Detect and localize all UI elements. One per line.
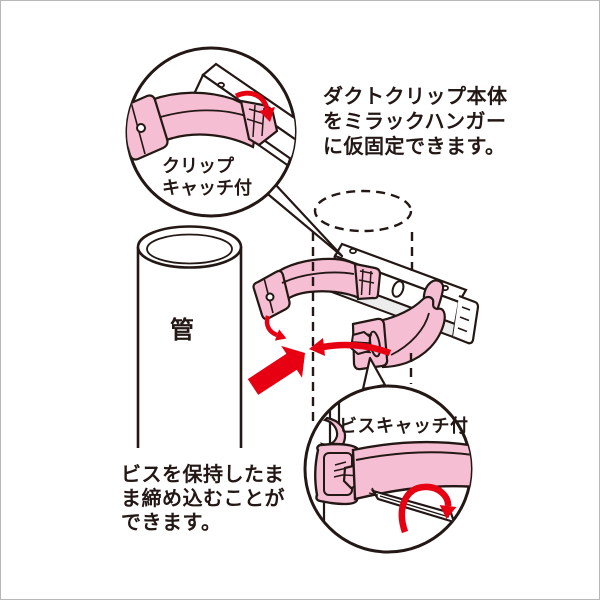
screw-catch-label: ビスキャッチ付 (339, 416, 469, 436)
duct-clip-upper-band (252, 257, 382, 321)
insert-direction-arrow-icon (247, 345, 305, 395)
push-left-arrow-icon (309, 338, 392, 357)
clip-catch-label: クリップ キャッチ付 (162, 156, 252, 198)
top-note-text: ダクトクリップ本体 をミラックハンガー に仮固定できます。 (323, 86, 508, 158)
phantom-pipe-dashed (311, 189, 414, 425)
detail-circle-clip-catch (125, 46, 344, 258)
pipe-label: 管 (170, 317, 194, 344)
bottom-note-text: ビスを保持したま ま締め込むことが できます。 (121, 464, 285, 534)
detail-circle-screw-catch (303, 356, 473, 554)
pipe-illustration (136, 225, 243, 448)
swing-down-arrow-icon (264, 315, 287, 341)
